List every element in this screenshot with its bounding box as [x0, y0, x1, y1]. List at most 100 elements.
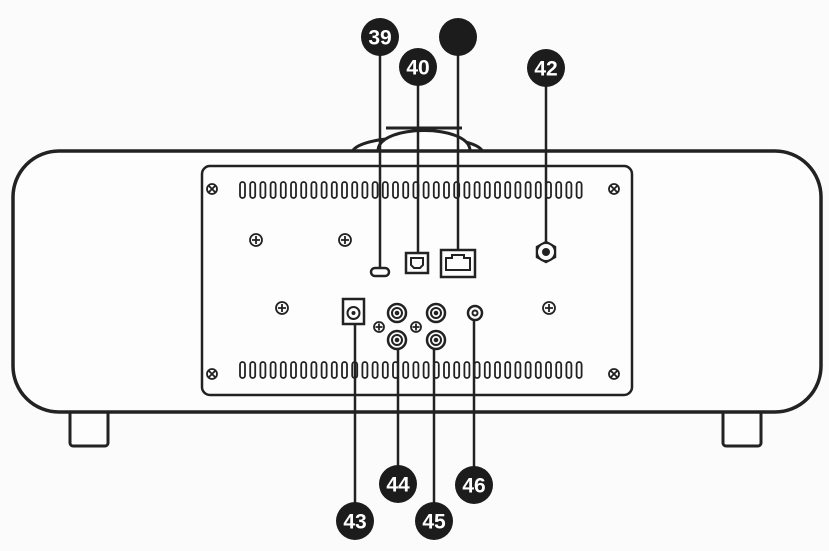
usb-c-port-icon: [369, 266, 391, 278]
vent-slot: [463, 181, 471, 199]
screw-icon: [608, 368, 620, 380]
vent-slot: [453, 361, 461, 379]
callout-45: 45: [415, 502, 453, 540]
vent-slot: [565, 361, 573, 379]
optical-input-icon: [404, 251, 430, 275]
callout-40: 40: [399, 48, 437, 86]
vent-slot: [494, 361, 501, 379]
screw-icon: [206, 183, 218, 195]
vent-slot: [402, 361, 410, 379]
vent-slot: [514, 181, 522, 199]
vent-slot: [443, 181, 450, 199]
callout-41: [439, 18, 477, 56]
vent-slot: [239, 181, 246, 199]
vent-slot: [483, 181, 491, 199]
leader-lines: [353, 50, 548, 508]
callout-44: 44: [379, 465, 417, 503]
callout-39: 39: [361, 18, 399, 56]
headphone-jack-icon: [466, 304, 484, 322]
vent-slot: [483, 361, 491, 379]
ethernet-port-icon: [439, 248, 477, 279]
vent-slot: [259, 181, 267, 199]
vent-slot: [351, 181, 359, 199]
vent-slot: [463, 361, 471, 379]
screw-icon: [275, 301, 289, 315]
screw-icon: [373, 321, 385, 333]
callout-43: 43: [336, 502, 374, 540]
vent-slot: [412, 361, 420, 379]
vent-slot: [504, 181, 512, 199]
callout-42: 42: [527, 49, 565, 87]
vent-slot: [300, 361, 308, 379]
vent-slot: [555, 181, 563, 199]
vent-slot: [310, 361, 318, 379]
vent-slot: [565, 181, 573, 199]
antenna-socket-icon: [535, 240, 557, 264]
vent-slot: [473, 181, 481, 199]
vent-slot: [320, 181, 328, 199]
screw-icon: [338, 233, 352, 247]
svg-text:46: 46: [462, 475, 485, 498]
vent-slot: [422, 361, 430, 379]
vent-slot: [575, 361, 583, 379]
svg-text:40: 40: [406, 57, 429, 80]
dc-power-input-icon: [341, 297, 366, 326]
vent-slot: [534, 361, 542, 379]
vent-slot: [310, 181, 318, 199]
vent-slots-top: [239, 181, 583, 199]
vent-slot: [361, 181, 369, 199]
vent-slot: [422, 181, 430, 199]
vent-slot: [269, 361, 277, 379]
vent-slot: [575, 181, 583, 199]
svg-text:43: 43: [343, 511, 366, 534]
vent-slot: [239, 361, 246, 379]
rca-jack-icon: [386, 302, 408, 324]
svg-text:39: 39: [368, 27, 391, 50]
vent-slot: [381, 181, 389, 199]
screw-icon: [410, 321, 422, 333]
vent-slot: [524, 361, 532, 379]
vent-slot: [279, 181, 287, 199]
rca-jacks: [386, 302, 447, 351]
vent-slot: [279, 361, 287, 379]
svg-text:45: 45: [422, 511, 446, 534]
vent-slot: [494, 181, 501, 199]
vent-slot: [330, 361, 338, 379]
vent-slot: [269, 181, 277, 199]
vent-slot: [320, 361, 328, 379]
vent-slot: [381, 361, 389, 379]
vent-slot: [249, 361, 257, 379]
vent-slot: [290, 181, 297, 199]
vent-slot: [504, 361, 512, 379]
vent-slot: [259, 361, 267, 379]
vent-slot: [555, 361, 563, 379]
vent-slot: [524, 181, 532, 199]
vent-slot: [341, 181, 348, 199]
rca-jack-icon: [425, 302, 447, 324]
vent-slot: [371, 181, 379, 199]
vent-slot: [534, 181, 542, 199]
svg-text:42: 42: [534, 58, 557, 81]
vent-slot: [300, 181, 308, 199]
svg-text:44: 44: [386, 474, 410, 497]
vent-slot: [341, 361, 348, 379]
vent-slot: [514, 361, 522, 379]
inner-screws: [249, 233, 556, 333]
screw-icon: [249, 233, 263, 247]
screw-icon: [608, 183, 620, 195]
vent-slot: [392, 181, 399, 199]
rca-jack-icon: [386, 329, 408, 351]
rca-jack-icon: [425, 329, 447, 351]
vent-slot: [249, 181, 257, 199]
vent-slot: [361, 361, 369, 379]
panel-screws: [206, 183, 620, 380]
vent-slot: [290, 361, 297, 379]
callout-46: 46: [455, 466, 493, 504]
vent-slot: [545, 361, 552, 379]
vent-slot: [432, 181, 440, 199]
vent-slot: [402, 181, 410, 199]
vent-slot: [371, 361, 379, 379]
vent-slot: [473, 361, 481, 379]
vent-slot: [330, 181, 338, 199]
